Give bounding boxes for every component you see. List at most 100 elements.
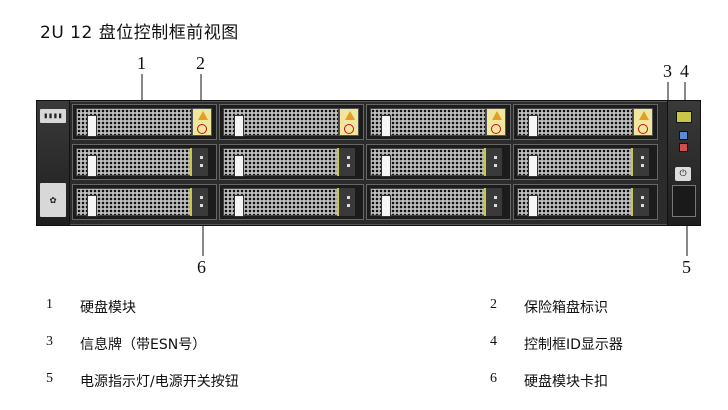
- disk-handle: [87, 155, 97, 177]
- disk-front-grille: [370, 148, 486, 177]
- disk-latch[interactable]: [631, 188, 649, 216]
- disk-handle: [381, 195, 391, 217]
- legend-number: 2: [490, 297, 497, 312]
- disk-bay-9[interactable]: [72, 184, 217, 220]
- indicator-blue-icon: [679, 131, 688, 140]
- latch-dot: [494, 204, 497, 207]
- disk-handle: [87, 195, 97, 217]
- latch-dot: [641, 164, 644, 167]
- disk-handle: [234, 115, 244, 137]
- warning-icon: [492, 111, 502, 120]
- warning-icon: [198, 111, 208, 120]
- legend-text: 控制框ID显示器: [524, 337, 623, 353]
- disk-front-grille: [517, 188, 633, 217]
- latch-dot: [347, 164, 350, 167]
- disk-latch[interactable]: [484, 148, 502, 176]
- legend-text: 硬盘模块卡扣: [524, 374, 608, 390]
- disk-handle: [528, 195, 538, 217]
- esn-label-tab: ▮▮▮▮: [40, 109, 66, 123]
- warning-icon: [639, 111, 649, 120]
- no-removal-icon: [638, 124, 648, 134]
- right-mounting-ear: ⏻: [667, 101, 700, 225]
- disk-handle: [381, 155, 391, 177]
- legend-text: 信息牌（带ESN号）: [80, 337, 207, 353]
- disk-bay-2[interactable]: [219, 104, 364, 140]
- latch-dot: [494, 164, 497, 167]
- vendor-logo-icon: ✿: [40, 183, 66, 217]
- disk-bay-8[interactable]: [513, 144, 658, 180]
- disk-latch[interactable]: [631, 148, 649, 176]
- disk-bay-11[interactable]: [366, 184, 511, 220]
- legend-number: 4: [490, 334, 497, 349]
- disk-front-grille: [223, 108, 339, 137]
- disk-bay-7[interactable]: [366, 144, 511, 180]
- callout-6: 6: [197, 257, 206, 277]
- disk-handle: [234, 195, 244, 217]
- latch-dot: [200, 156, 203, 159]
- latch-dot: [200, 196, 203, 199]
- coffer-disk-label-icon: [192, 108, 212, 136]
- disk-front-grille: [76, 108, 192, 137]
- disk-bay-6[interactable]: [219, 144, 364, 180]
- disk-bay-12[interactable]: [513, 184, 658, 220]
- latch-dot: [347, 156, 350, 159]
- disk-bay-5[interactable]: [72, 144, 217, 180]
- callout-5: 5: [682, 257, 691, 277]
- disk-bay-4[interactable]: [513, 104, 658, 140]
- disk-bay-1[interactable]: [72, 104, 217, 140]
- disk-front-grille: [223, 148, 339, 177]
- latch-dot: [494, 156, 497, 159]
- legend-text: 电源指示灯/电源开关按钮: [80, 374, 239, 390]
- disk-handle: [87, 115, 97, 137]
- disk-handle: [381, 115, 391, 137]
- disk-latch[interactable]: [190, 188, 208, 216]
- disk-front-grille: [76, 188, 192, 217]
- latch-dot: [200, 204, 203, 207]
- latch-dot: [494, 196, 497, 199]
- latch-dot: [641, 156, 644, 159]
- callout-3: 3: [663, 61, 672, 81]
- disk-latch[interactable]: [190, 148, 208, 176]
- disk-front-grille: [223, 188, 339, 217]
- latch-dot: [347, 196, 350, 199]
- legend-text: 硬盘模块: [80, 300, 136, 316]
- warning-icon: [345, 111, 355, 120]
- disk-front-grille: [370, 188, 486, 217]
- disk-latch[interactable]: [337, 148, 355, 176]
- callout-2: 2: [196, 53, 205, 73]
- disk-front-grille: [517, 148, 633, 177]
- legend-number: 6: [490, 371, 497, 386]
- coffer-disk-label-icon: [339, 108, 359, 136]
- disk-front-grille: [76, 148, 192, 177]
- right-ear-handle: [672, 185, 696, 217]
- disk-bay-3[interactable]: [366, 104, 511, 140]
- disk-handle: [528, 115, 538, 137]
- disk-front-grille: [370, 108, 486, 137]
- power-button-icon[interactable]: ⏻: [675, 167, 691, 181]
- legend-number: 5: [46, 371, 53, 386]
- coffer-disk-label-icon: [633, 108, 653, 136]
- controller-enclosure: ▮▮▮▮ ✿: [36, 100, 701, 226]
- coffer-disk-label-icon: [486, 108, 506, 136]
- callout-1: 1: [137, 53, 146, 73]
- disk-front-grille: [517, 108, 633, 137]
- enclosure-id-display: [676, 111, 692, 123]
- left-mounting-ear: ▮▮▮▮ ✿: [37, 101, 70, 225]
- legend-number: 1: [46, 297, 53, 312]
- no-removal-icon: [344, 124, 354, 134]
- disk-latch[interactable]: [337, 188, 355, 216]
- disk-handle: [234, 155, 244, 177]
- callout-4: 4: [680, 61, 689, 81]
- latch-dot: [200, 164, 203, 167]
- diagram-title: 2U 12 盘位控制框前视图: [40, 23, 239, 43]
- no-removal-icon: [197, 124, 207, 134]
- no-removal-icon: [491, 124, 501, 134]
- disk-handle: [528, 155, 538, 177]
- legend-number: 3: [46, 334, 53, 349]
- disk-latch[interactable]: [484, 188, 502, 216]
- latch-dot: [641, 204, 644, 207]
- latch-dot: [641, 196, 644, 199]
- latch-dot: [347, 204, 350, 207]
- legend-text: 保险箱盘标识: [524, 300, 608, 316]
- disk-bay-10[interactable]: [219, 184, 364, 220]
